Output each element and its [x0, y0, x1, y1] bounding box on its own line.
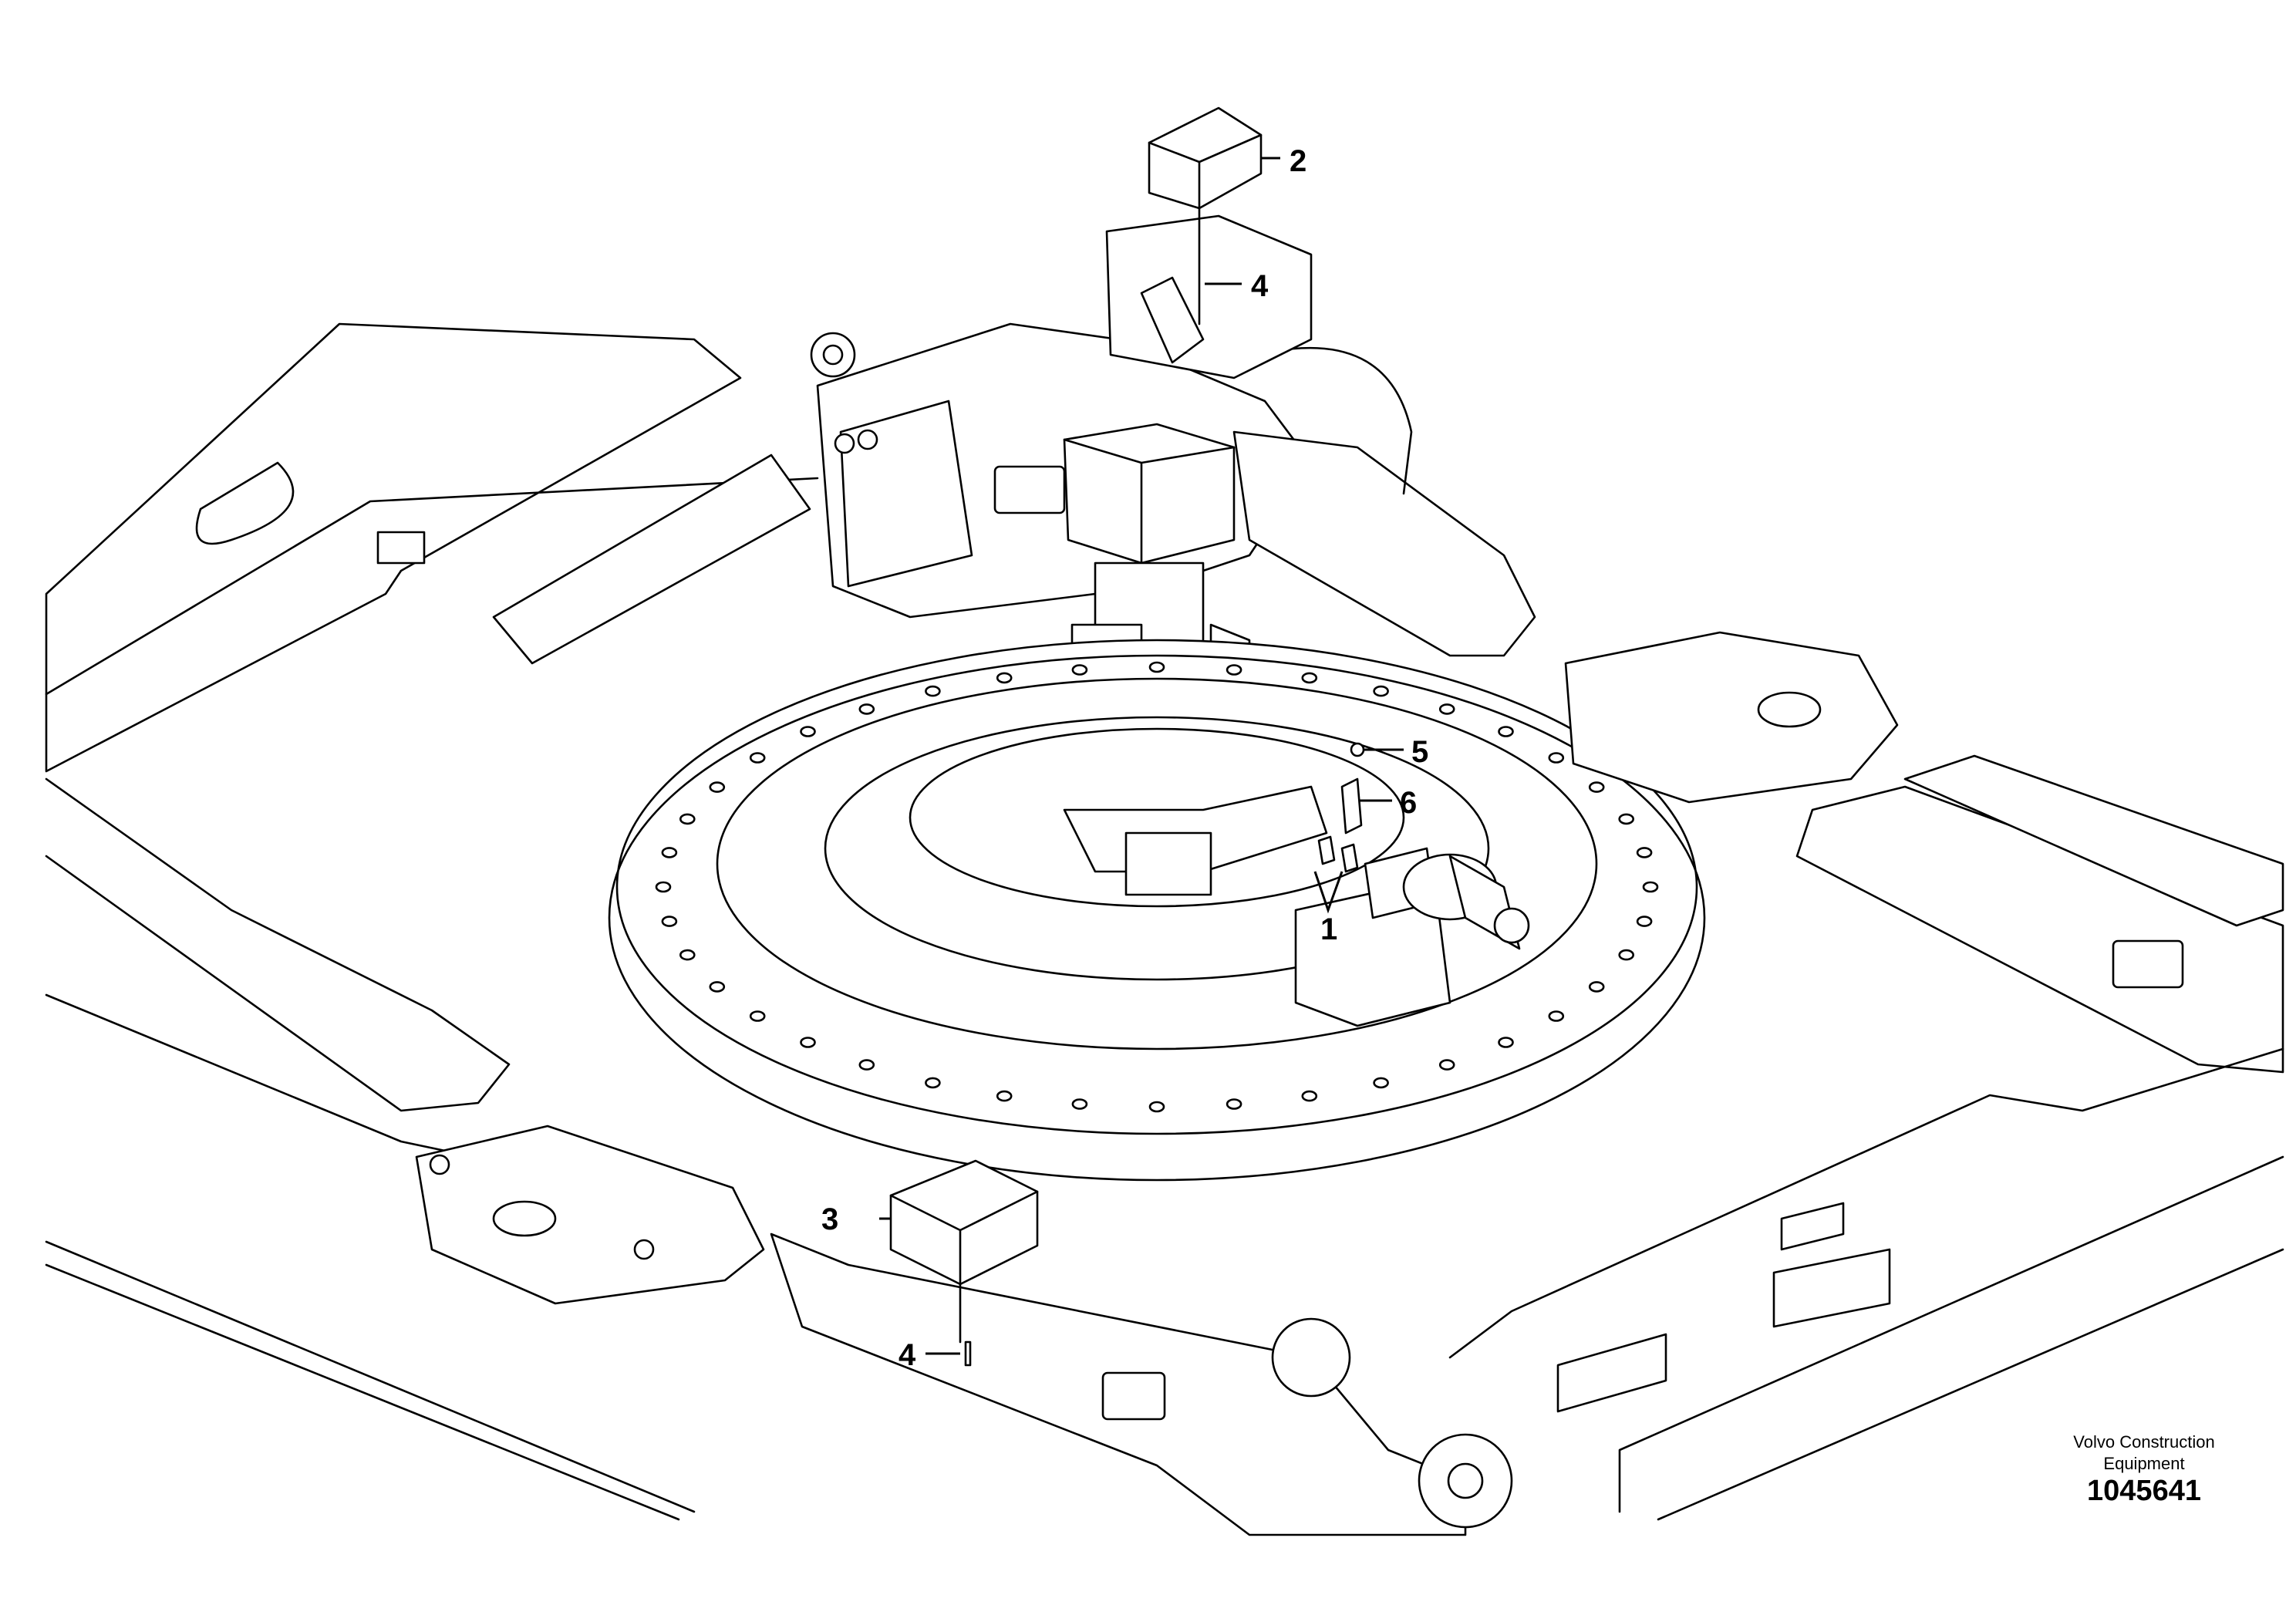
bolt-hole — [1438, 703, 1455, 715]
bolt-hole — [1588, 781, 1605, 793]
bolt-hole — [925, 685, 941, 697]
bolt-hole — [1548, 752, 1565, 764]
callout-2: 2 — [1290, 144, 1306, 178]
callout-3: 3 — [821, 1202, 838, 1236]
callout-6: 6 — [1400, 786, 1417, 820]
bolt-hole — [800, 1037, 816, 1048]
bolt-hole — [925, 1077, 941, 1089]
bolt-hole — [679, 813, 696, 825]
cover-part-3 — [889, 1159, 1039, 1367]
callout-5: 5 — [1411, 735, 1428, 769]
bolt-hole — [1226, 664, 1242, 676]
bolt-hole — [996, 1090, 1013, 1102]
bolt-hole — [1148, 661, 1165, 673]
bolt-hole — [1071, 1098, 1088, 1110]
drawing-number: 1045641 — [2087, 1475, 2201, 1507]
bolt-hole — [1642, 881, 1659, 893]
callout-leaders — [879, 157, 1404, 1355]
ring-bolt-holes — [655, 661, 1659, 1113]
manufacturer-credit: Volvo Construction Equipment — [2021, 1431, 2267, 1475]
bolt-hole — [1636, 847, 1653, 858]
bolt-hole — [1373, 685, 1389, 697]
swivel-motor-assembly — [1294, 742, 1530, 1027]
manufacturer-line-2: Equipment — [2103, 1454, 2185, 1473]
cover-part-2 — [1148, 106, 1263, 325]
bolt-hole — [661, 847, 678, 858]
bolt-hole — [1148, 1101, 1165, 1113]
bolt-hole — [996, 672, 1013, 684]
upper-junction-box — [1063, 214, 1313, 565]
bolt-hole — [709, 981, 726, 993]
bolt-hole — [1438, 1059, 1455, 1071]
bolt-hole — [1071, 664, 1088, 676]
bolt-hole — [661, 916, 678, 927]
bolt-hole — [1226, 1098, 1242, 1110]
right-track-frame — [1448, 631, 2284, 1521]
callout-4-lower: 4 — [899, 1338, 916, 1372]
bolt-hole — [1498, 726, 1514, 737]
bolt-hole — [800, 726, 816, 737]
manufacturer-line-1: Volvo Construction — [2073, 1432, 2215, 1452]
bolt-hole — [749, 752, 766, 764]
bolt-hole — [655, 881, 672, 893]
callout-4-upper: 4 — [1251, 269, 1269, 303]
bolt-hole — [709, 781, 726, 793]
bolt-hole — [749, 1010, 766, 1022]
bolt-hole — [858, 703, 875, 715]
bolt-hole — [1548, 1010, 1565, 1022]
bolt-hole — [1301, 1090, 1318, 1102]
bolt-hole — [1373, 1077, 1389, 1089]
slewing-ring — [608, 639, 1706, 1182]
callout-1: 1 — [1320, 912, 1337, 946]
bolt-hole — [858, 1059, 875, 1071]
bolt-hole — [679, 949, 696, 961]
left-track-frame — [45, 322, 819, 1521]
bolt-hole — [1498, 1037, 1514, 1048]
left-bracket — [415, 1125, 765, 1305]
bolt-hole — [1618, 949, 1634, 961]
bolt-hole — [1588, 981, 1605, 993]
bolt-hole — [1618, 813, 1634, 825]
boom-pivot — [770, 1233, 1513, 1536]
bolt-hole — [1301, 672, 1318, 684]
bolt-hole — [1636, 916, 1653, 927]
